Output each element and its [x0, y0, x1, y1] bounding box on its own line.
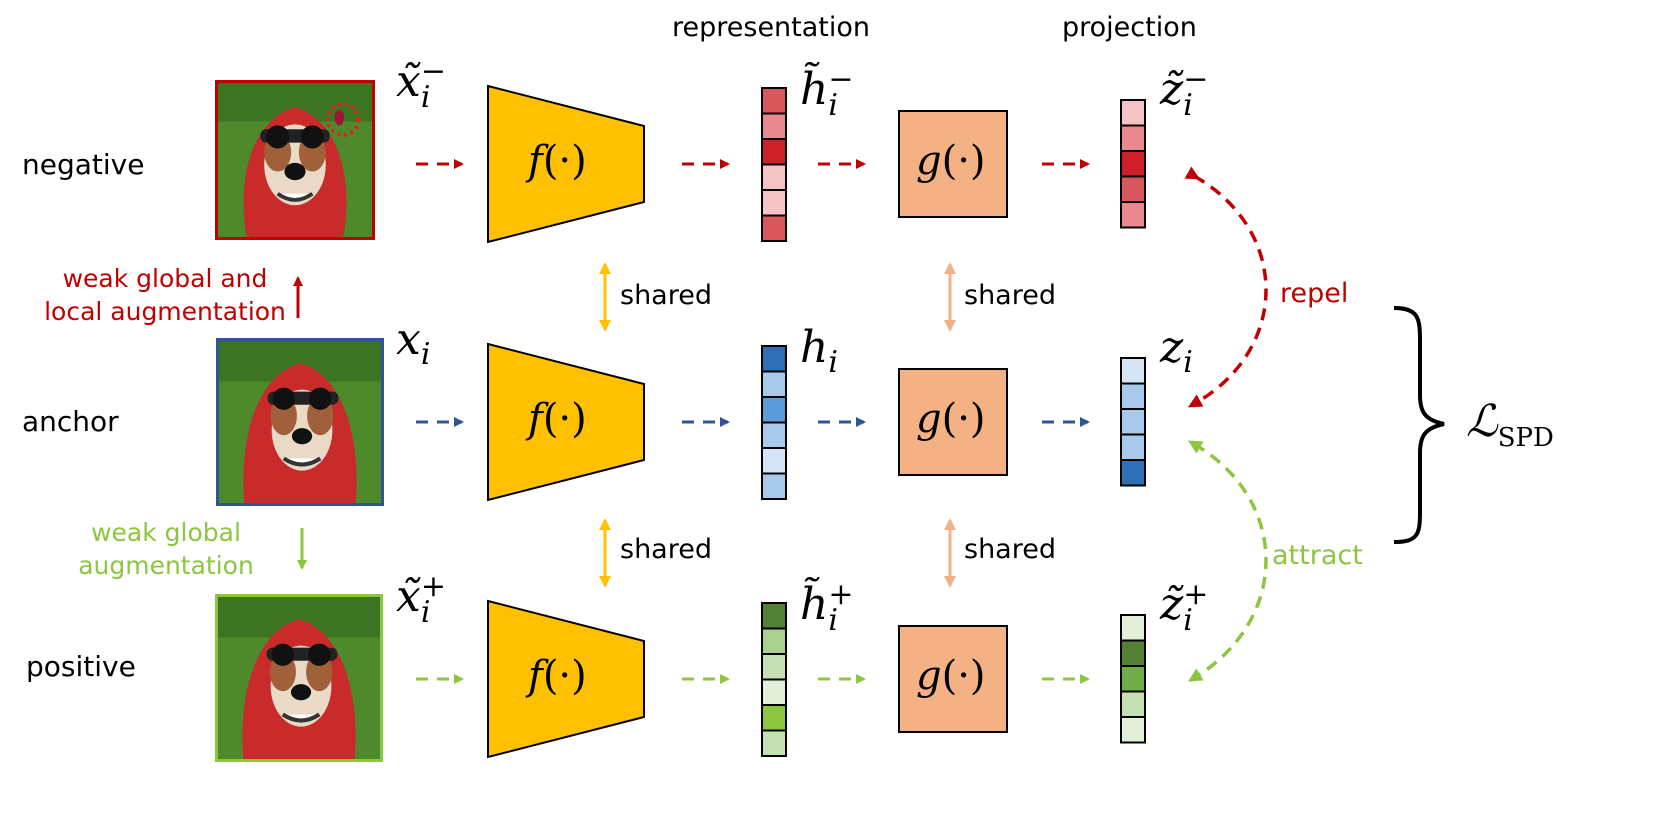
negative-input-symbol: x̃−i — [396, 53, 446, 115]
positive-projection-cell-3 — [1120, 665, 1146, 693]
header-representation: representation — [672, 12, 871, 43]
loss-brace — [1393, 306, 1445, 544]
negative-projection-cell-5 — [1120, 201, 1146, 229]
anchor-projector — [898, 368, 1008, 476]
header-projection: projection — [1062, 12, 1197, 43]
loss-symbol: ℒSPD — [1466, 396, 1554, 453]
positive-projection-cell-2 — [1120, 639, 1146, 667]
positive-projection-cell-5 — [1120, 716, 1146, 744]
positive-representation-cell-2 — [761, 627, 787, 655]
negative-projection-cell-3 — [1120, 150, 1146, 178]
row-label-positive: positive — [26, 650, 136, 683]
negative-representation-cell-2 — [761, 112, 787, 140]
anchor-representation-symbol: hi — [800, 322, 838, 380]
anchor-encoder-label: f(·) — [528, 396, 587, 442]
positive-projector — [898, 625, 1008, 733]
anchor-representation-cell-3 — [761, 396, 787, 424]
anchor-projection-cell-4 — [1120, 433, 1146, 461]
positive-encoder — [487, 599, 645, 759]
positive-input-symbol: x̃+i — [396, 568, 446, 630]
positive-encoder-label: f(·) — [528, 653, 587, 699]
attract-label: attract — [1272, 540, 1363, 571]
positive-projection-symbol: z̃+i — [1160, 576, 1209, 638]
negative-augmentation-label: weak global and local augmentation — [44, 264, 286, 326]
positive-representation-cell-1 — [761, 602, 787, 630]
positive-dog-image — [215, 594, 383, 762]
positive-projection-cell-1 — [1120, 614, 1146, 642]
negative-encoder-label: f(·) — [528, 138, 587, 184]
row-label-negative: negative — [22, 148, 145, 181]
anchor-projection-cell-1 — [1120, 357, 1146, 385]
anchor-encoder — [487, 342, 645, 502]
negative-dog-image — [215, 80, 375, 240]
shared-encoder-label-bottom: shared — [620, 534, 712, 565]
negative-representation-cell-1 — [761, 87, 787, 115]
positive-projection-cell-4 — [1120, 690, 1146, 718]
positive-representation-cell-3 — [761, 653, 787, 681]
positive-augmentation-label: weak global augmentation — [78, 518, 254, 580]
positive-representation-cell-6 — [761, 729, 787, 757]
anchor-projector-label: g(·) — [916, 396, 986, 442]
negative-projection-cell-2 — [1120, 124, 1146, 152]
negative-representation-cell-3 — [761, 138, 787, 166]
anchor-projection-symbol: zi — [1160, 322, 1193, 380]
anchor-representation-cell-5 — [761, 447, 787, 475]
shared-encoder-label-top: shared — [620, 280, 712, 311]
repel-arrow — [1184, 166, 1268, 408]
negative-projector — [898, 110, 1008, 218]
anchor-representation-cell-6 — [761, 472, 787, 500]
negative-projection-symbol: z̃−i — [1160, 61, 1209, 123]
positive-representation-cell-4 — [761, 678, 787, 706]
anchor-projection-cell-3 — [1120, 408, 1146, 436]
anchor-dog-image — [216, 338, 384, 506]
shared-projector-label-bottom: shared — [964, 534, 1056, 565]
anchor-representation-cell-4 — [761, 421, 787, 449]
negative-encoder — [487, 84, 645, 244]
attract-arrow — [1187, 440, 1268, 682]
negative-projection-cell-1 — [1120, 99, 1146, 127]
shared-projector-label-top: shared — [964, 280, 1056, 311]
negative-representation-symbol: h̃−i — [800, 61, 854, 123]
positive-representation-cell-5 — [761, 704, 787, 732]
positive-representation-symbol: h̃+i — [800, 576, 854, 638]
anchor-projection-cell-2 — [1120, 382, 1146, 410]
repel-label: repel — [1280, 278, 1349, 309]
negative-representation-cell-6 — [761, 214, 787, 242]
anchor-representation-cell-2 — [761, 370, 787, 398]
anchor-projection-cell-5 — [1120, 459, 1146, 487]
negative-representation-cell-4 — [761, 163, 787, 191]
negative-representation-cell-5 — [761, 189, 787, 217]
positive-projector-label: g(·) — [916, 653, 986, 699]
anchor-input-symbol: xi — [396, 314, 431, 372]
anchor-representation-cell-1 — [761, 345, 787, 373]
negative-projection-cell-4 — [1120, 175, 1146, 203]
row-label-anchor: anchor — [22, 405, 119, 438]
negative-projector-label: g(·) — [916, 138, 986, 184]
